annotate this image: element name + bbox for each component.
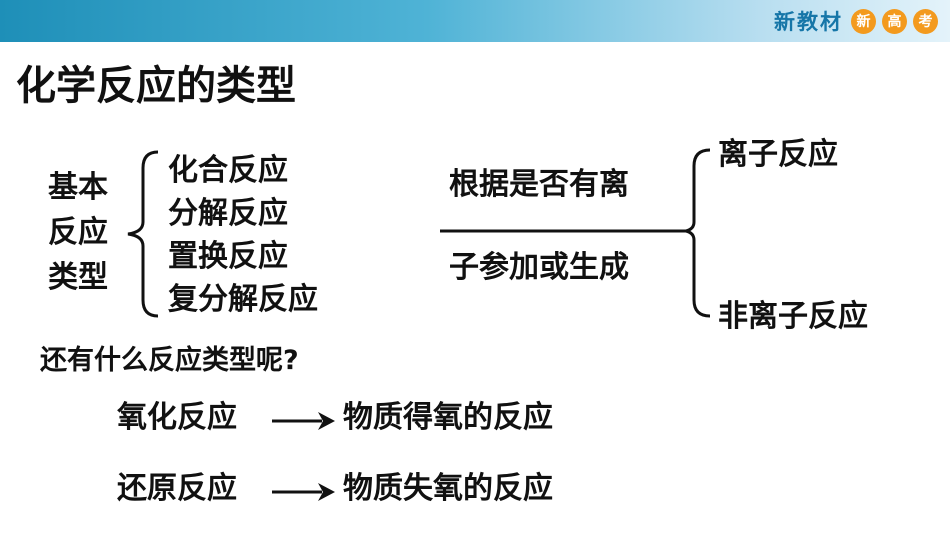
reaction-type-displacement: 置换反应: [168, 239, 288, 274]
reaction-type-double-decomposition: 复分解反应: [168, 282, 318, 317]
reaction-type-combination: 化合反应: [168, 153, 288, 188]
header-bar: 新教材 新 高 考: [0, 0, 950, 42]
question-text: 还有什么反应类型呢?: [40, 345, 299, 376]
right-brace: [685, 148, 711, 318]
criterion-line-1: 根据是否有离: [449, 167, 629, 202]
oxidation-meaning: 物质得氧的反应: [343, 400, 553, 435]
basic-label-line-3: 类型: [48, 260, 108, 295]
badge-kao: 考: [913, 8, 938, 34]
arrow-head-1: [318, 412, 335, 430]
slide-title: 化学反应的类型: [16, 63, 296, 109]
reaction-type-decomposition: 分解反应: [168, 196, 288, 231]
badge-gao: 高: [882, 8, 907, 34]
basic-label-line-1: 基本: [48, 170, 108, 205]
brand-logo: 新教材 新 高 考: [774, 6, 938, 36]
basic-label-line-2: 反应: [48, 215, 108, 250]
badge-xin: 新: [851, 8, 876, 34]
brand-text: 新教材: [774, 10, 843, 34]
ionic-reaction: 离子反应: [718, 137, 838, 172]
oxidation-term: 氧化反应: [117, 400, 237, 435]
non-ionic-reaction: 非离子反应: [718, 299, 868, 334]
reduction-meaning: 物质失氧的反应: [343, 471, 553, 506]
left-brace: [127, 150, 159, 318]
reduction-term: 还原反应: [117, 471, 237, 506]
criterion-line-2: 子参加或生成: [449, 250, 629, 285]
arrow-head-2: [318, 483, 335, 501]
